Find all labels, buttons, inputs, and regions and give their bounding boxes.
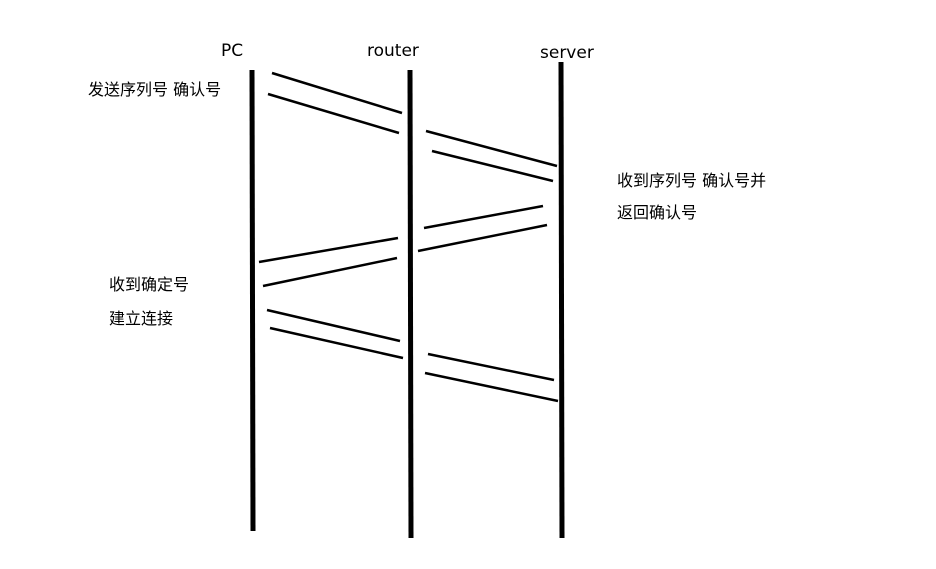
server-header: server <box>540 43 594 63</box>
server-lifeline <box>558 61 565 539</box>
router-header: router <box>367 41 419 61</box>
pc-receive-note-line2: 建立连接 <box>109 309 174 328</box>
message-router-to-server-2 <box>424 352 559 403</box>
pc-receive-note-line1: 收到确定号 <box>109 275 190 294</box>
message-pc-to-router-2 <box>266 308 404 360</box>
server-receive-note-line2: 返回确认号 <box>617 203 698 222</box>
router-lifeline <box>407 69 414 539</box>
pc-header: PC <box>221 41 244 61</box>
message-pc-to-router-1 <box>267 71 403 135</box>
pc-send-note: 发送序列号 确认号 <box>88 80 222 99</box>
message-router-to-pc-1 <box>258 236 399 288</box>
server-receive-note-line1: 收到序列号 确认号并 <box>617 171 767 190</box>
message-router-to-server-1 <box>425 129 558 183</box>
pc-lifeline <box>249 69 256 532</box>
message-server-to-router-1 <box>417 204 548 253</box>
